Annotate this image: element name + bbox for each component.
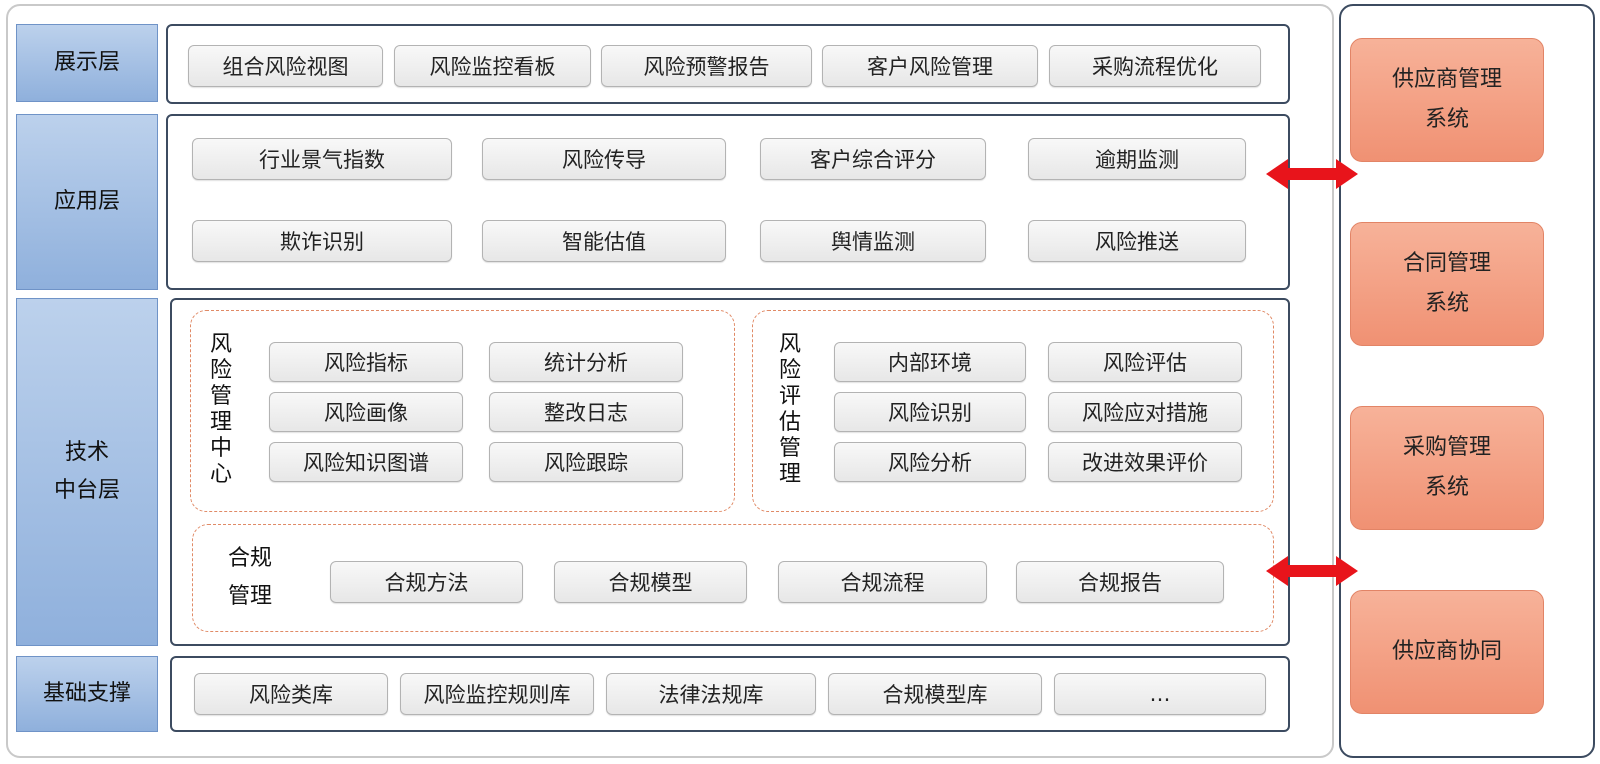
module-compliance-3[interactable]: 合规流程 — [778, 561, 987, 603]
system-supplier-collaboration[interactable]: 供应商协同 — [1350, 590, 1544, 714]
module-foundation-1[interactable]: 风险类库 — [194, 673, 388, 715]
system-contract-management[interactable]: 合同管理 系统 — [1350, 222, 1544, 346]
layer-label-display: 展示层 — [16, 24, 158, 102]
risk-center-title: 风 险 管 理 中 心 — [209, 332, 232, 487]
module-display-1[interactable]: 组合风险视图 — [188, 45, 383, 87]
module-risk-center-6[interactable]: 风险跟踪 — [489, 442, 683, 482]
system-supplier-management[interactable]: 供应商管理 系统 — [1350, 38, 1544, 162]
layer-label-tech: 技术 中台层 — [16, 298, 158, 646]
risk-assessment-title: 风 险 评 估 管 理 — [778, 332, 801, 487]
module-app-2[interactable]: 风险传导 — [482, 138, 726, 180]
module-compliance-4[interactable]: 合规报告 — [1016, 561, 1224, 603]
layer-label-application: 应用层 — [16, 114, 158, 290]
module-display-3[interactable]: 风险预警报告 — [601, 45, 812, 87]
module-foundation-5[interactable]: … — [1054, 673, 1266, 715]
module-risk-center-4[interactable]: 整改日志 — [489, 392, 683, 432]
system-procurement-management[interactable]: 采购管理 系统 — [1350, 406, 1544, 530]
module-app-4[interactable]: 逾期监测 — [1028, 138, 1246, 180]
module-risk-center-5[interactable]: 风险知识图谱 — [269, 442, 463, 482]
double-arrow-tech-icon — [1266, 556, 1358, 586]
module-app-8[interactable]: 风险推送 — [1028, 220, 1246, 262]
module-risk-center-3[interactable]: 风险画像 — [269, 392, 463, 432]
risk-center-group — [190, 310, 735, 512]
module-risk-assess-4[interactable]: 风险应对措施 — [1048, 392, 1242, 432]
module-app-6[interactable]: 智能估值 — [482, 220, 726, 262]
module-compliance-2[interactable]: 合规模型 — [554, 561, 747, 603]
module-risk-assess-5[interactable]: 风险分析 — [834, 442, 1026, 482]
module-risk-assess-6[interactable]: 改进效果评价 — [1048, 442, 1242, 482]
module-foundation-3[interactable]: 法律法规库 — [606, 673, 816, 715]
module-app-1[interactable]: 行业景气指数 — [192, 138, 452, 180]
module-display-2[interactable]: 风险监控看板 — [394, 45, 591, 87]
module-risk-center-2[interactable]: 统计分析 — [489, 342, 683, 382]
module-app-7[interactable]: 舆情监测 — [760, 220, 986, 262]
module-compliance-1[interactable]: 合规方法 — [330, 561, 523, 603]
module-foundation-4[interactable]: 合规模型库 — [828, 673, 1042, 715]
module-risk-center-1[interactable]: 风险指标 — [269, 342, 463, 382]
risk-assessment-group — [752, 310, 1274, 512]
compliance-title: 合规 管理 — [228, 546, 273, 609]
double-arrow-application-icon — [1266, 159, 1358, 189]
module-app-3[interactable]: 客户综合评分 — [760, 138, 986, 180]
module-risk-assess-1[interactable]: 内部环境 — [834, 342, 1026, 382]
module-risk-assess-2[interactable]: 风险评估 — [1048, 342, 1242, 382]
module-display-5[interactable]: 采购流程优化 — [1049, 45, 1261, 87]
layer-label-foundation: 基础支撑 — [16, 656, 158, 732]
module-risk-assess-3[interactable]: 风险识别 — [834, 392, 1026, 432]
module-display-4[interactable]: 客户风险管理 — [822, 45, 1038, 87]
module-app-5[interactable]: 欺诈识别 — [192, 220, 452, 262]
module-foundation-2[interactable]: 风险监控规则库 — [400, 673, 594, 715]
compliance-group — [192, 524, 1274, 632]
